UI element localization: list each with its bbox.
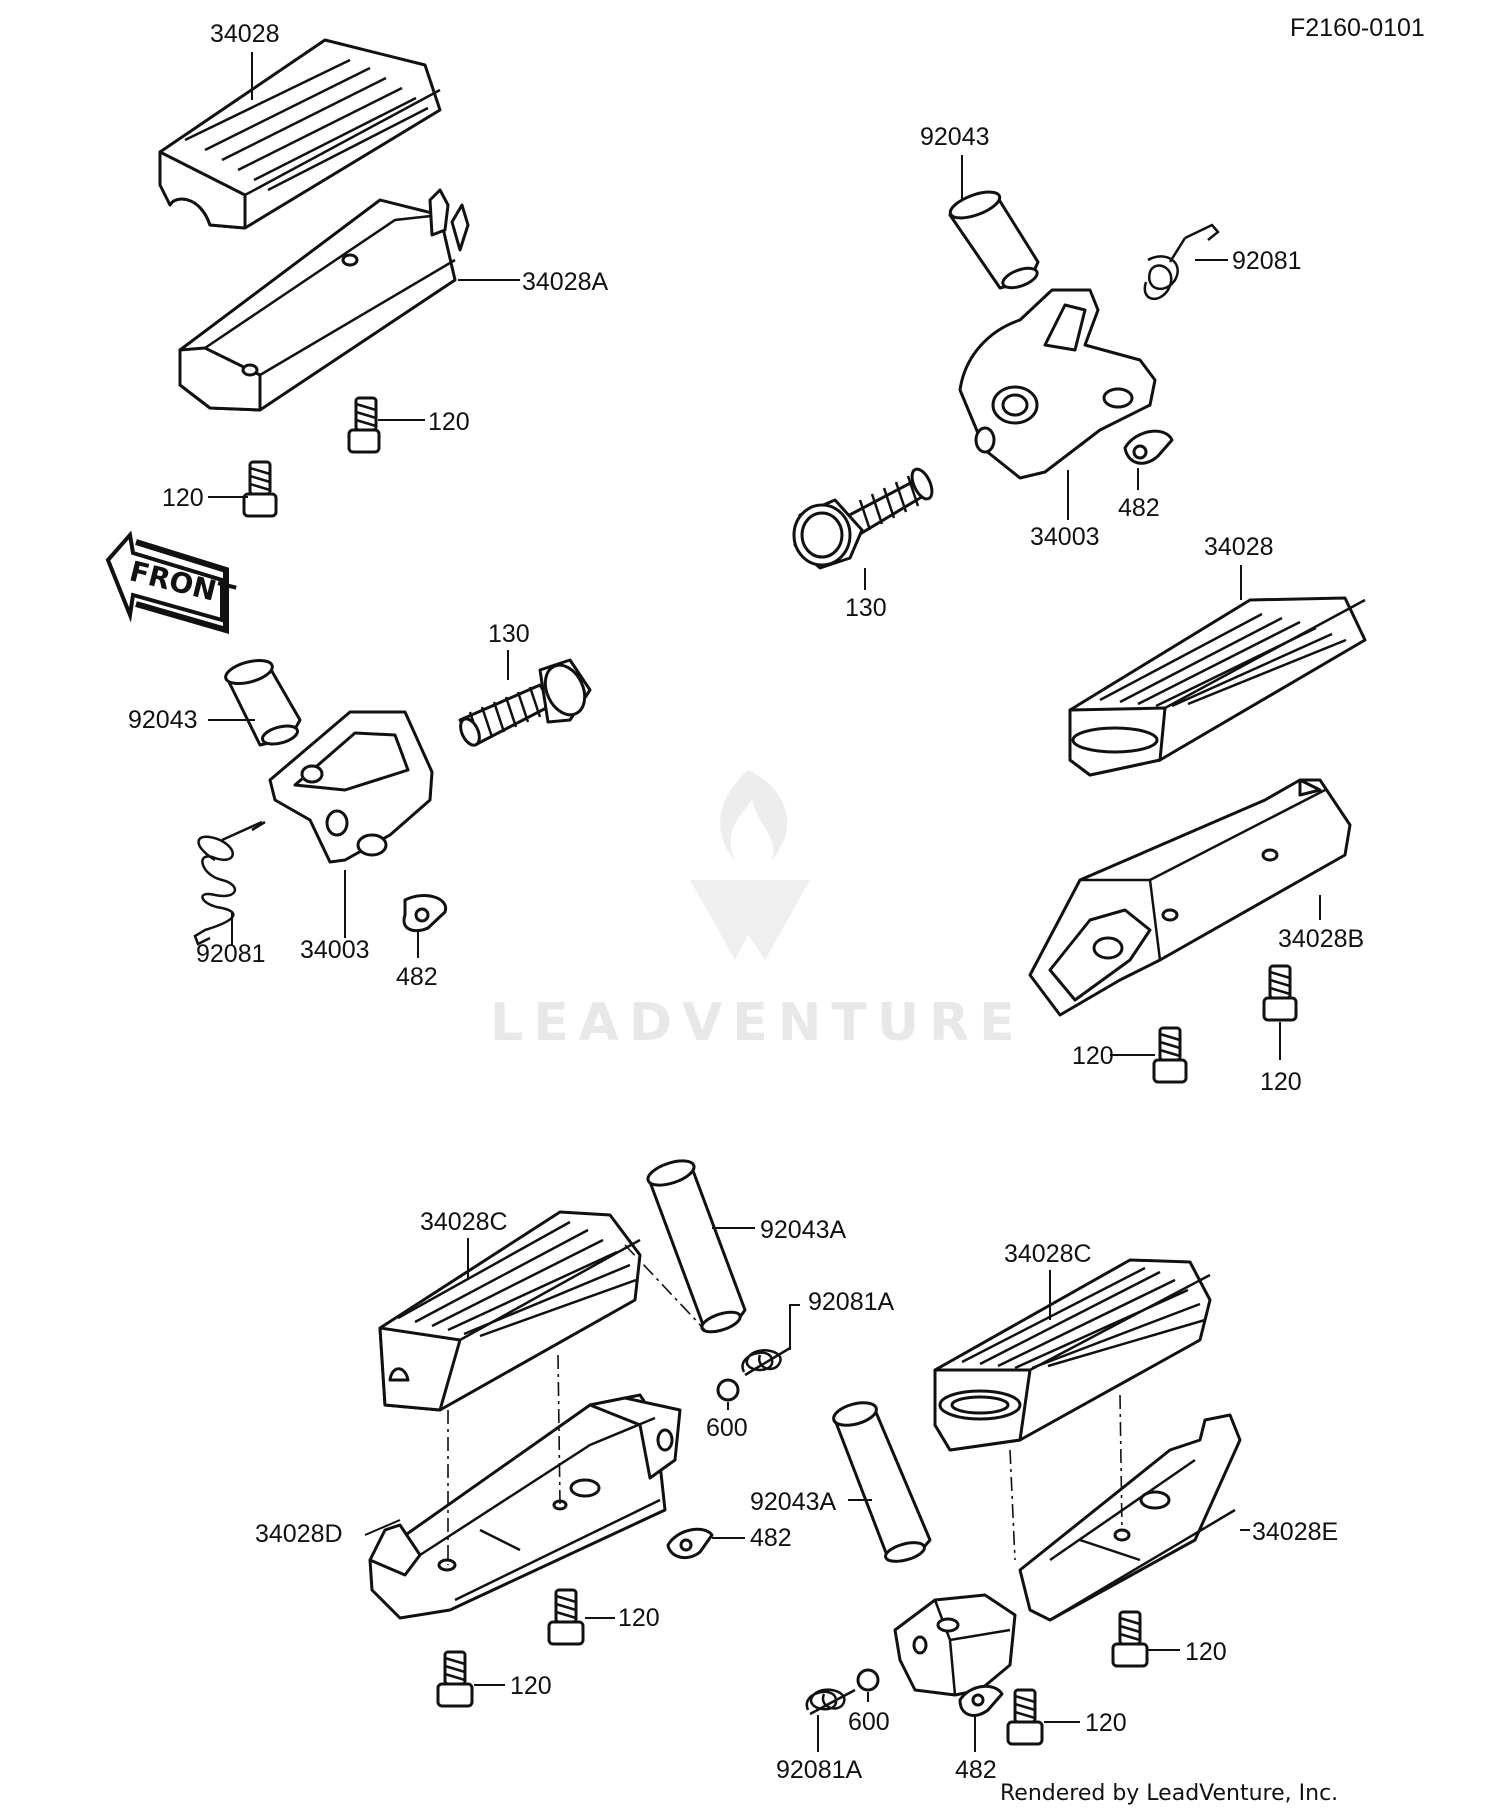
label-34028B: 34028B xyxy=(1278,925,1364,953)
pin-92043-left[interactable] xyxy=(223,656,302,747)
label-482-bottom-right: 482 xyxy=(955,1756,997,1784)
clip-482-top-right[interactable] xyxy=(1123,429,1174,465)
screw-120-b1[interactable] xyxy=(1152,1026,1188,1084)
label-34028E: 34028E xyxy=(1252,1518,1338,1546)
label-92043-left: 92043 xyxy=(128,706,198,734)
pin-92043A-right[interactable] xyxy=(831,1399,932,1565)
footrest-rubber-34028C-left[interactable] xyxy=(378,1210,642,1412)
screw-120-b2[interactable] xyxy=(1262,964,1298,1022)
footrest-rubber-34028C-right[interactable] xyxy=(933,1258,1212,1452)
bracket-block-34028E[interactable] xyxy=(893,1593,1017,1697)
label-600-right: 600 xyxy=(848,1708,890,1736)
label-600-left: 600 xyxy=(706,1414,748,1442)
label-120-b2: 120 xyxy=(1260,1068,1302,1096)
footpeg-34028B[interactable] xyxy=(1028,778,1352,1017)
screw-120-e2[interactable] xyxy=(1006,1688,1044,1746)
label-34028C-right: 34028C xyxy=(1004,1240,1092,1268)
leadventure-watermark: LEADVENTURE xyxy=(490,770,1025,1053)
label-130-tr: 130 xyxy=(845,594,887,622)
screw-120-a1[interactable] xyxy=(347,396,381,454)
ball-600-right[interactable] xyxy=(856,1668,880,1692)
footpeg-rubber-top-left[interactable] xyxy=(158,38,442,230)
pin-92043-top-right[interactable] xyxy=(947,187,1040,292)
footpeg-rubber-right[interactable] xyxy=(1068,596,1367,777)
label-482-bottom-left: 482 xyxy=(750,1524,792,1552)
render-credit: Rendered by LeadVenture, Inc. xyxy=(1000,1781,1338,1806)
label-92043-tr: 92043 xyxy=(920,123,990,151)
label-92081-left: 92081 xyxy=(196,940,266,968)
ball-600-left[interactable] xyxy=(716,1378,740,1402)
label-34028-top: 34028 xyxy=(210,20,280,48)
spring-92081A-right[interactable] xyxy=(805,1688,856,1716)
label-482-tr: 482 xyxy=(1118,494,1160,522)
bolt-130-left[interactable] xyxy=(457,658,592,748)
label-92081-tr: 92081 xyxy=(1232,247,1302,275)
screw-120-d2[interactable] xyxy=(436,1650,474,1708)
label-34028A: 34028A xyxy=(522,268,609,296)
bracket-34003-top-right[interactable] xyxy=(958,288,1157,480)
label-92081A-right: 92081A xyxy=(776,1756,863,1784)
label-120-e1: 120 xyxy=(1185,1638,1227,1666)
label-34028-right: 34028 xyxy=(1204,533,1274,561)
clip-482-bottom-right[interactable] xyxy=(958,1684,1004,1717)
footpeg-34028D[interactable] xyxy=(368,1393,682,1620)
label-120-d1: 120 xyxy=(618,1604,660,1632)
label-34028C-left: 34028C xyxy=(420,1208,508,1236)
label-130-left: 130 xyxy=(488,620,530,648)
label-34028D: 34028D xyxy=(255,1520,343,1548)
label-482-left: 482 xyxy=(396,963,438,991)
label-34003-left: 34003 xyxy=(300,936,370,964)
label-34003-tr: 34003 xyxy=(1030,523,1100,551)
label-120-e2: 120 xyxy=(1085,1709,1127,1737)
pin-92043A-left[interactable] xyxy=(645,1156,747,1336)
spring-92081-left[interactable] xyxy=(193,820,266,946)
label-120-a2: 120 xyxy=(162,484,204,512)
label-120-d2: 120 xyxy=(510,1672,552,1700)
watermark-text: LEADVENTURE xyxy=(490,993,1025,1053)
label-92081A-left: 92081A xyxy=(808,1288,895,1316)
screw-120-d1[interactable] xyxy=(547,1588,585,1646)
screw-120-a2[interactable] xyxy=(242,460,278,518)
screw-120-e1[interactable] xyxy=(1111,1610,1149,1668)
spring-92081-top-right[interactable] xyxy=(1143,223,1220,301)
label-92043A-right: 92043A xyxy=(750,1488,837,1516)
label-120-b1: 120 xyxy=(1072,1042,1114,1070)
bracket-34003-left[interactable] xyxy=(268,710,434,864)
label-92043A-left: 92043A xyxy=(760,1216,847,1244)
clip-482-bottom-left[interactable] xyxy=(666,1527,714,1560)
footpeg-34028A[interactable] xyxy=(178,188,470,412)
bolt-130-top-right[interactable] xyxy=(792,466,936,570)
front-arrow: FRONT xyxy=(105,530,238,634)
label-120-a1: 120 xyxy=(428,408,470,436)
spring-92081A-left[interactable] xyxy=(741,1346,791,1377)
clip-482-left[interactable] xyxy=(402,894,448,933)
diagram-code: F2160-0101 xyxy=(1290,14,1425,42)
footpeg-34028E[interactable] xyxy=(1018,1413,1242,1622)
